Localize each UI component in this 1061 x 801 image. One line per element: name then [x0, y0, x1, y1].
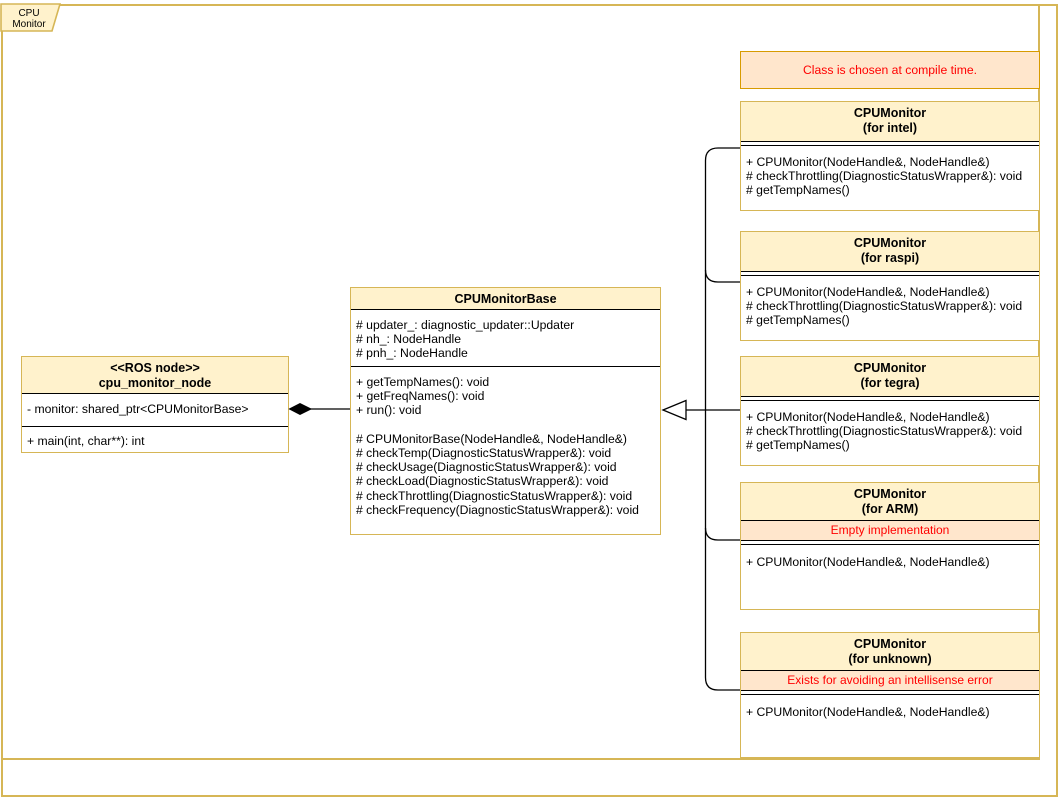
- class-cpu-monitor-node-header: <<ROS node>> cpu_monitor_node: [22, 357, 288, 394]
- class-variant: (for tegra): [860, 376, 920, 390]
- method-line-blank: [356, 418, 655, 432]
- method-line: # checkThrottling(DiagnosticStatusWrappe…: [746, 424, 1023, 439]
- attribute-line: # pnh_: NodeHandle: [356, 346, 468, 361]
- method-line: # getTempNames(): [746, 438, 850, 453]
- class-methods: + CPUMonitor(NodeHandle&, NodeHandle&) #…: [741, 401, 1039, 465]
- empty-attributes-strip: [741, 272, 1039, 276]
- class-cpu-monitor-intel[interactable]: CPUMonitor (for intel) + CPUMonitor(Node…: [740, 101, 1040, 211]
- class-cpu-monitor-base[interactable]: CPUMonitorBase # updater_: diagnostic_up…: [350, 287, 661, 535]
- class-cpu-monitor-raspi[interactable]: CPUMonitor (for raspi) + CPUMonitor(Node…: [740, 231, 1040, 341]
- class-variant: (for ARM): [861, 502, 919, 516]
- method-line: # checkThrottling(DiagnosticStatusWrappe…: [746, 169, 1023, 184]
- attribute-line: # nh_: NodeHandle: [356, 332, 462, 347]
- method-line: # checkThrottling(DiagnosticStatusWrappe…: [746, 299, 1023, 314]
- class-name: CPUMonitor: [853, 106, 927, 120]
- class-stereotype: <<ROS node>>: [110, 361, 200, 375]
- class-name: CPUMonitor: [853, 487, 927, 501]
- frame-tab-shape: [0, 3, 62, 32]
- method-line: # checkFrequency(DiagnosticStatusWrapper…: [356, 502, 639, 517]
- method-line: # getTempNames(): [746, 313, 850, 328]
- note-banner-intellisense: Exists for avoiding an intellisense erro…: [741, 671, 1039, 691]
- method-line: + CPUMonitor(NodeHandle&, NodeHandle&): [746, 410, 990, 424]
- class-name: CPUMonitor: [853, 361, 927, 375]
- attribute-line: # updater_: diagnostic_updater::Updater: [356, 318, 575, 332]
- class-methods: + getTempNames(): void + getFreqNames():…: [351, 367, 660, 534]
- method-line: + CPUMonitor(NodeHandle&, NodeHandle&): [746, 705, 990, 719]
- class-name: CPUMonitor: [853, 637, 927, 651]
- class-attributes: - monitor: shared_ptr<CPUMonitorBase>: [22, 394, 288, 427]
- class-methods: + main(int, char**): int: [22, 427, 288, 452]
- frame-tab-label: CPU Monitor: [12, 8, 46, 30]
- class-variant: (for unknown): [848, 652, 932, 666]
- class-methods: + CPUMonitor(NodeHandle&, NodeHandle&): [741, 695, 1039, 757]
- empty-attributes-strip: [741, 541, 1039, 545]
- method-line: + run(): void: [356, 403, 422, 418]
- attribute-line: - monitor: shared_ptr<CPUMonitorBase>: [27, 401, 249, 416]
- note-banner-empty-implementation: Empty implementation: [741, 521, 1039, 541]
- class-variant: (for raspi): [860, 251, 920, 265]
- class-name: cpu_monitor_node: [98, 376, 212, 390]
- class-cpu-monitor-arm[interactable]: CPUMonitor (for ARM) Empty implementatio…: [740, 482, 1040, 610]
- class-methods: + CPUMonitor(NodeHandle&, NodeHandle&): [741, 545, 1039, 609]
- class-name: CPUMonitorBase: [454, 292, 557, 306]
- class-header: CPUMonitor (for tegra): [741, 357, 1039, 397]
- method-line: # CPUMonitorBase(NodeHandle&, NodeHandle…: [356, 431, 627, 446]
- method-line: # checkLoad(DiagnosticStatusWrapper&): v…: [356, 474, 609, 489]
- note-compile-time[interactable]: Class is chosen at compile time.: [740, 51, 1040, 89]
- empty-attributes-strip: [741, 397, 1039, 401]
- class-header: CPUMonitor (for unknown): [741, 633, 1039, 671]
- method-line: + getFreqNames(): void: [356, 389, 485, 404]
- method-line: + getTempNames(): void: [356, 375, 490, 389]
- class-methods: + CPUMonitor(NodeHandle&, NodeHandle&) #…: [741, 146, 1039, 210]
- method-line: + main(int, char**): int: [27, 433, 145, 448]
- method-line: + CPUMonitor(NodeHandle&, NodeHandle&): [746, 555, 990, 569]
- method-line: # checkUsage(DiagnosticStatusWrapper&): …: [356, 460, 617, 475]
- class-attributes: # updater_: diagnostic_updater::Updater …: [351, 310, 660, 367]
- class-cpu-monitor-tegra[interactable]: CPUMonitor (for tegra) + CPUMonitor(Node…: [740, 356, 1040, 466]
- method-line: + CPUMonitor(NodeHandle&, NodeHandle&): [746, 155, 990, 169]
- method-line: # checkThrottling(DiagnosticStatusWrappe…: [356, 488, 633, 503]
- frame-tab[interactable]: CPU Monitor: [0, 3, 64, 32]
- class-cpu-monitor-node[interactable]: <<ROS node>> cpu_monitor_node - monitor:…: [21, 356, 289, 453]
- class-header: CPUMonitor (for raspi): [741, 232, 1039, 272]
- note-compile-time-text: Class is chosen at compile time.: [802, 63, 978, 77]
- class-cpu-monitor-unknown[interactable]: CPUMonitor (for unknown) Exists for avoi…: [740, 632, 1040, 758]
- class-cpu-monitor-base-header: CPUMonitorBase: [351, 288, 660, 310]
- class-header: CPUMonitor (for intel): [741, 102, 1039, 142]
- method-line: + CPUMonitor(NodeHandle&, NodeHandle&): [746, 285, 990, 299]
- class-name: CPUMonitor: [853, 236, 927, 250]
- method-line: # checkTemp(DiagnosticStatusWrapper&): v…: [356, 446, 612, 460]
- empty-attributes-strip: [741, 691, 1039, 695]
- empty-attributes-strip: [741, 142, 1039, 146]
- class-header: CPUMonitor (for ARM): [741, 483, 1039, 521]
- class-methods: + CPUMonitor(NodeHandle&, NodeHandle&) #…: [741, 276, 1039, 340]
- method-line: # getTempNames(): [746, 183, 850, 198]
- class-variant: (for intel): [862, 121, 918, 135]
